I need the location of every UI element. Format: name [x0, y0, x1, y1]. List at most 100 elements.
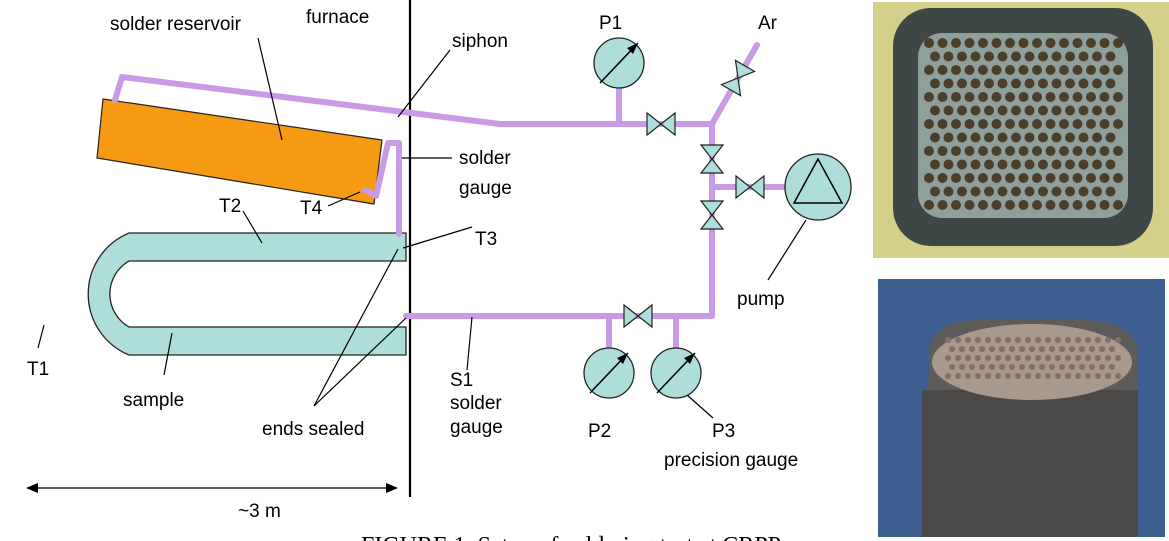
- strand-dot: [997, 51, 1008, 62]
- strand-dot: [1099, 173, 1110, 183]
- strand-end-dot: [975, 355, 981, 361]
- strand-dot: [1113, 173, 1123, 183]
- strand-dot: [1038, 105, 1048, 116]
- strand-dot: [1086, 92, 1096, 102]
- strand-dot: [937, 65, 948, 75]
- strand-dot: [1059, 92, 1069, 102]
- strand-end-dot: [1015, 355, 1021, 361]
- strand-dot: [1099, 146, 1110, 156]
- strand-dot: [1065, 132, 1075, 143]
- strand-dot: [984, 132, 994, 143]
- strand-end-dot: [1085, 373, 1091, 379]
- strand-dot: [978, 92, 988, 102]
- strand-end-dot: [979, 364, 985, 370]
- strand-end-dot: [949, 364, 955, 370]
- strand-dot: [1078, 186, 1089, 197]
- pipe-siphon: [362, 140, 402, 237]
- strand-dot: [1032, 200, 1042, 210]
- strand-dot: [1024, 105, 1035, 116]
- strand-dot: [1105, 51, 1116, 62]
- strand-dot: [1051, 78, 1062, 89]
- strand-dot: [1005, 119, 1015, 129]
- strand-dot: [1065, 186, 1075, 197]
- strand-end-dot: [1005, 355, 1011, 361]
- strand-end-dot: [985, 355, 991, 361]
- strand-dot: [1059, 173, 1069, 183]
- label-solder-gauge-bottom-2: gauge: [450, 417, 503, 438]
- strand-end-dot: [1105, 355, 1111, 361]
- leader-lines: [37, 37, 807, 419]
- pressure-gauge-p2: [583, 347, 635, 399]
- strand-end-dot: [1079, 364, 1085, 370]
- strand-dot: [1032, 38, 1042, 48]
- strand-dot: [1065, 51, 1075, 62]
- strand-dot: [930, 51, 940, 62]
- label-t3: T3: [475, 229, 497, 250]
- strand-dot: [1024, 186, 1035, 197]
- label-length: ~3 m: [238, 501, 281, 522]
- strand-end-dot: [1059, 364, 1065, 370]
- valve-vertical-upper: [699, 144, 725, 174]
- strand-dot: [937, 200, 948, 210]
- strand-dot: [930, 105, 940, 116]
- strand-dot: [997, 105, 1008, 116]
- strand-end-dot: [1075, 337, 1081, 343]
- strand-dot: [1005, 146, 1015, 156]
- strand-dot: [1045, 173, 1056, 183]
- strand-dot: [964, 92, 975, 102]
- label-s1: S1: [450, 370, 473, 391]
- strand-dot: [957, 105, 967, 116]
- strand-end-dot: [1019, 364, 1025, 370]
- strand-dot: [943, 186, 954, 197]
- strand-dot: [924, 200, 934, 210]
- strand-dot: [937, 38, 948, 48]
- strand-end-dot: [965, 337, 971, 343]
- strand-end-dot: [1035, 337, 1041, 343]
- strand-end-dot: [1075, 355, 1081, 361]
- strand-dot: [1113, 38, 1123, 48]
- strand-dot: [1092, 159, 1102, 170]
- strand-end-dot: [955, 373, 961, 379]
- strand-dot: [1078, 132, 1089, 143]
- strand-end-dot: [955, 337, 961, 343]
- strand-dot: [951, 173, 961, 183]
- strand-dot: [1113, 200, 1123, 210]
- strand-dot: [991, 200, 1002, 210]
- strand-dot: [924, 146, 934, 156]
- strand-dot: [1099, 92, 1110, 102]
- strand-end-dot: [1085, 337, 1091, 343]
- pipe-network: [112, 42, 789, 351]
- strand-dot: [1105, 105, 1116, 116]
- strand-dot: [943, 132, 954, 143]
- strand-dot: [978, 38, 988, 48]
- strand-dot: [1024, 159, 1035, 170]
- label-solder-gauge-top-1: solder: [459, 148, 511, 169]
- strand-end-dot: [959, 346, 965, 352]
- strand-dot: [957, 51, 967, 62]
- strand-dot: [1045, 146, 1056, 156]
- strand-dot: [1092, 78, 1102, 89]
- strand-dot: [991, 92, 1002, 102]
- strand-dot: [984, 51, 994, 62]
- figure-caption: FIGURE 1. Setup of soldering test at CRP…: [361, 533, 784, 541]
- valve-top: [646, 111, 676, 137]
- strand-end-dot: [1065, 355, 1071, 361]
- strand-dot: [1005, 38, 1015, 48]
- strand-dot: [978, 119, 988, 129]
- strand-end-dot: [965, 373, 971, 379]
- strand-end-dot: [969, 346, 975, 352]
- strand-dot: [1018, 65, 1029, 75]
- label-solder-gauge-top-2: gauge: [459, 178, 512, 199]
- strand-dot: [1113, 65, 1123, 75]
- strand-dot: [957, 132, 967, 143]
- strand-end-dot: [1015, 337, 1021, 343]
- strand-end-dot: [1105, 373, 1111, 379]
- strand-dot: [1032, 146, 1042, 156]
- label-furnace: furnace: [306, 7, 369, 28]
- strand-dot: [1038, 159, 1048, 170]
- strand-dot: [943, 78, 954, 89]
- strand-end-dot: [1005, 337, 1011, 343]
- strand-dot: [924, 38, 934, 48]
- strand-end-dot: [1095, 373, 1101, 379]
